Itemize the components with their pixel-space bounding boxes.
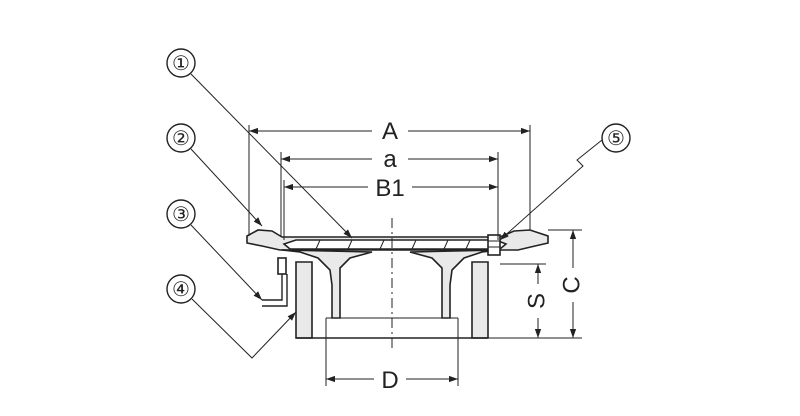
callout-3: ③ bbox=[166, 199, 263, 301]
dimension-B1: B1 bbox=[283, 175, 499, 240]
dimension-label-A: A bbox=[382, 118, 398, 145]
callout-label-3: ③ bbox=[172, 204, 190, 226]
callout-label-2: ② bbox=[172, 128, 190, 150]
drain-body bbox=[246, 218, 549, 350]
callout-1: ① bbox=[166, 48, 353, 239]
dimension-A: A bbox=[248, 118, 531, 236]
callout-5: ⑤ bbox=[499, 123, 631, 241]
dimension-D: D bbox=[325, 338, 459, 394]
dimension-label-B1: B1 bbox=[375, 175, 404, 202]
dimension-label-S: S bbox=[523, 293, 550, 309]
dimension-S: S bbox=[500, 263, 550, 338]
dimension-label-a: a bbox=[383, 146, 397, 173]
callout-label-4: ④ bbox=[172, 279, 190, 301]
dimension-C: C bbox=[488, 229, 585, 339]
callout-4: ④ bbox=[166, 274, 297, 359]
dimension-label-D: D bbox=[381, 367, 398, 394]
callout-label-5: ⑤ bbox=[607, 128, 625, 150]
callout-label-1: ① bbox=[172, 53, 190, 75]
callout-2: ② bbox=[166, 123, 263, 227]
dimension-label-C: C bbox=[558, 276, 585, 293]
